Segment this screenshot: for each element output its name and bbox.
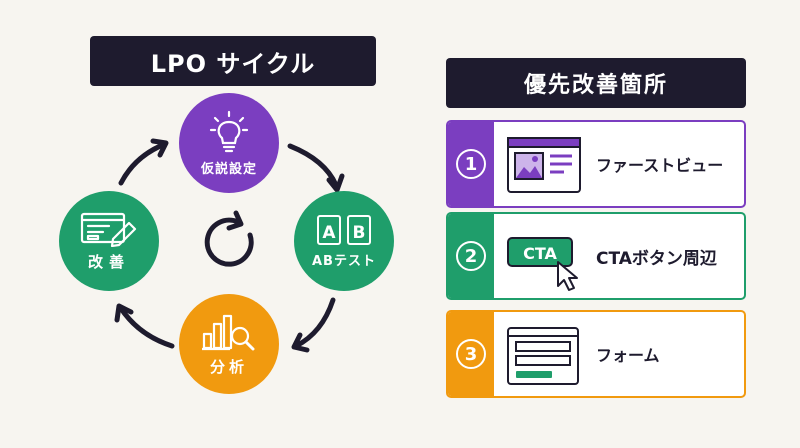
arrow-analysis-to-improve — [117, 304, 175, 349]
node-label-abtest: ABテスト — [312, 253, 376, 269]
node-label-hypothesis: 仮説設定 — [200, 161, 257, 177]
cycle-node-abtest: A B ABテスト — [294, 191, 394, 291]
priority-title-first-view: ファーストビュー — [596, 156, 724, 175]
priority-number-badge: 3 — [456, 339, 486, 369]
priority-title-cta: CTAボタン周辺 — [596, 248, 717, 269]
priority-card-first-view: 1 ファーストビュー — [446, 120, 746, 208]
ab-letter-a: A — [322, 223, 336, 243]
edit-document-icon — [80, 212, 137, 247]
cycle-node-hypothesis: 仮説設定 — [179, 93, 279, 193]
priority-card-form: 3 フォーム — [446, 310, 746, 398]
priority-number-badge: 1 — [456, 149, 486, 179]
cycle-icon — [204, 210, 254, 267]
priority-areas-title: 優先改善箇所 — [446, 58, 746, 108]
arrow-abtest-to-analysis — [293, 297, 336, 349]
cta-button-text: CTA — [523, 244, 557, 263]
cycle-node-improve: 改善 — [59, 191, 159, 291]
arrow-improve-to-hypothesis — [118, 141, 168, 186]
lpo-cycle-title: LPO サイクル — [90, 36, 376, 86]
priority-card-cta: 2 CTA CTAボタン周辺 — [446, 212, 746, 300]
priority-title-form: フォーム — [596, 346, 660, 365]
node-label-improve: 改善 — [87, 252, 130, 271]
lightbulb-icon — [209, 110, 249, 152]
browser-image-icon — [507, 137, 581, 193]
form-icon — [507, 327, 579, 385]
arrow-hypothesis-to-abtest — [287, 143, 339, 188]
node-label-analysis: 分析 — [209, 357, 248, 376]
chart-magnifier-icon — [202, 314, 255, 350]
priority-number-badge: 2 — [456, 241, 486, 271]
cycle-node-analysis: 分析 — [179, 294, 279, 394]
ab-letter-b: B — [353, 223, 366, 243]
ab-test-icon: A B — [317, 214, 371, 245]
cta-button-cursor-icon: CTA — [507, 237, 578, 291]
